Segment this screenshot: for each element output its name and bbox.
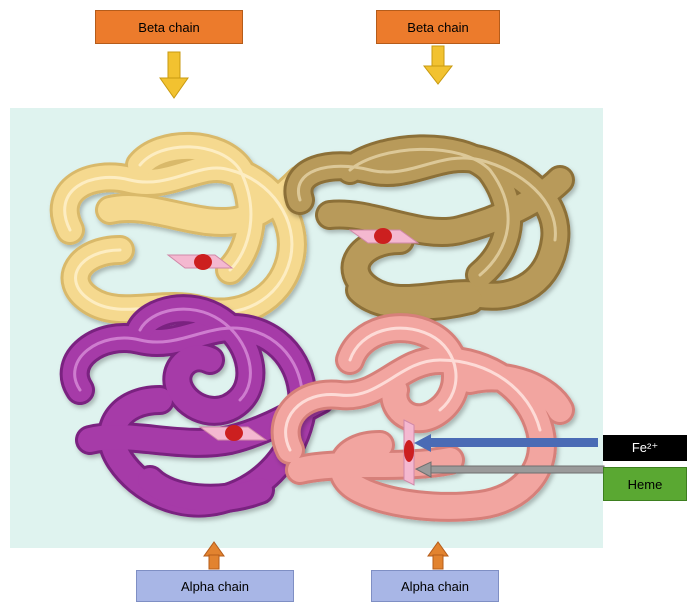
iron-atom: [374, 228, 392, 244]
heme-group-alpha-right: [404, 420, 414, 485]
beta-subunit-left: [65, 147, 300, 313]
iron-atom: [225, 425, 243, 441]
alpha-subunit-right: [286, 328, 560, 507]
up-arrow-right: [428, 542, 448, 569]
iron-atom: [194, 254, 212, 270]
beta-subunit-right: [298, 149, 560, 306]
iron-label: Fe²⁺: [603, 435, 687, 461]
heme-label: Heme: [603, 467, 687, 501]
up-arrow-left: [204, 542, 224, 569]
alpha-chain-label-left: Alpha chain: [136, 570, 294, 602]
alpha-chain-label-right: Alpha chain: [371, 570, 499, 602]
iron-atom: [404, 440, 414, 462]
